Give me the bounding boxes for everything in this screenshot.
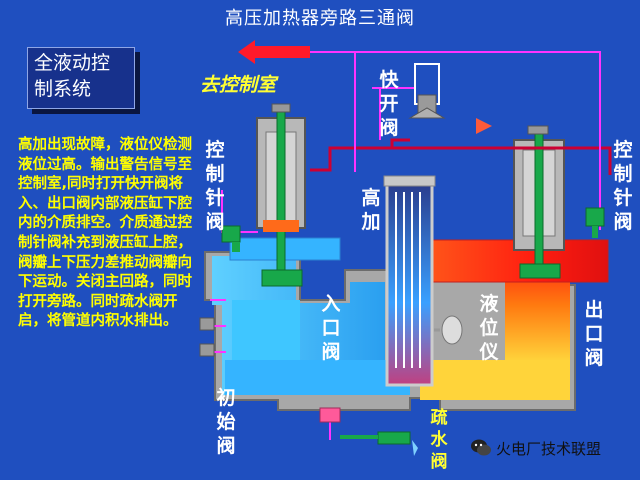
outlet-valve-label: 出口阀 <box>584 299 604 369</box>
bypass-bottom <box>225 360 410 395</box>
drain-valve <box>319 407 418 456</box>
inlet-valve-label: 入口阀 <box>321 293 341 363</box>
heater-vessel <box>385 178 434 387</box>
watermark-text: 火电厂技术联盟 <box>496 439 602 458</box>
right-valve-actuator <box>513 125 565 279</box>
initial-valves <box>199 317 215 357</box>
control-line <box>310 146 612 175</box>
heater-tubes <box>395 192 421 368</box>
drain-valve-label: 疏水阀 <box>430 408 448 472</box>
description-text: 高加出现故障，液位仪检测液位过高。输出警告信号至控制室,同时打开快开阀将入、出口… <box>18 137 192 330</box>
watermark: 火电厂技术联盟 <box>470 437 601 459</box>
signal-line <box>310 51 601 230</box>
initial-valve-label: 初始阀 <box>216 387 236 457</box>
system-box: 全液动控 制系统 <box>27 47 135 109</box>
outlet-hot-body <box>505 260 570 360</box>
page-title: 高压加热器旁路三通阀 <box>225 8 415 29</box>
quick-open-valve-label: 快开阀 <box>379 69 399 139</box>
right-needle-valve <box>585 207 605 238</box>
left-valve-actuator <box>256 103 306 287</box>
left-needle-valve <box>221 225 241 252</box>
to-control-room-arrow <box>238 40 310 64</box>
quick-open-valve <box>408 63 492 134</box>
system-box-line2: 制系统 <box>34 78 92 100</box>
system-box-line1: 全液动控 <box>34 52 111 74</box>
level-gauge-label: 液位仪 <box>479 293 499 363</box>
to-control-room-label: 去控制室 <box>200 74 277 96</box>
wechat-icon <box>471 439 491 456</box>
level-gauge-body <box>441 315 463 345</box>
heater-label: 高加 <box>361 187 381 233</box>
control-needle-valve-left-label: 控制针阀 <box>205 139 225 233</box>
control-needle-valve-right-label: 控制针阀 <box>613 139 633 233</box>
